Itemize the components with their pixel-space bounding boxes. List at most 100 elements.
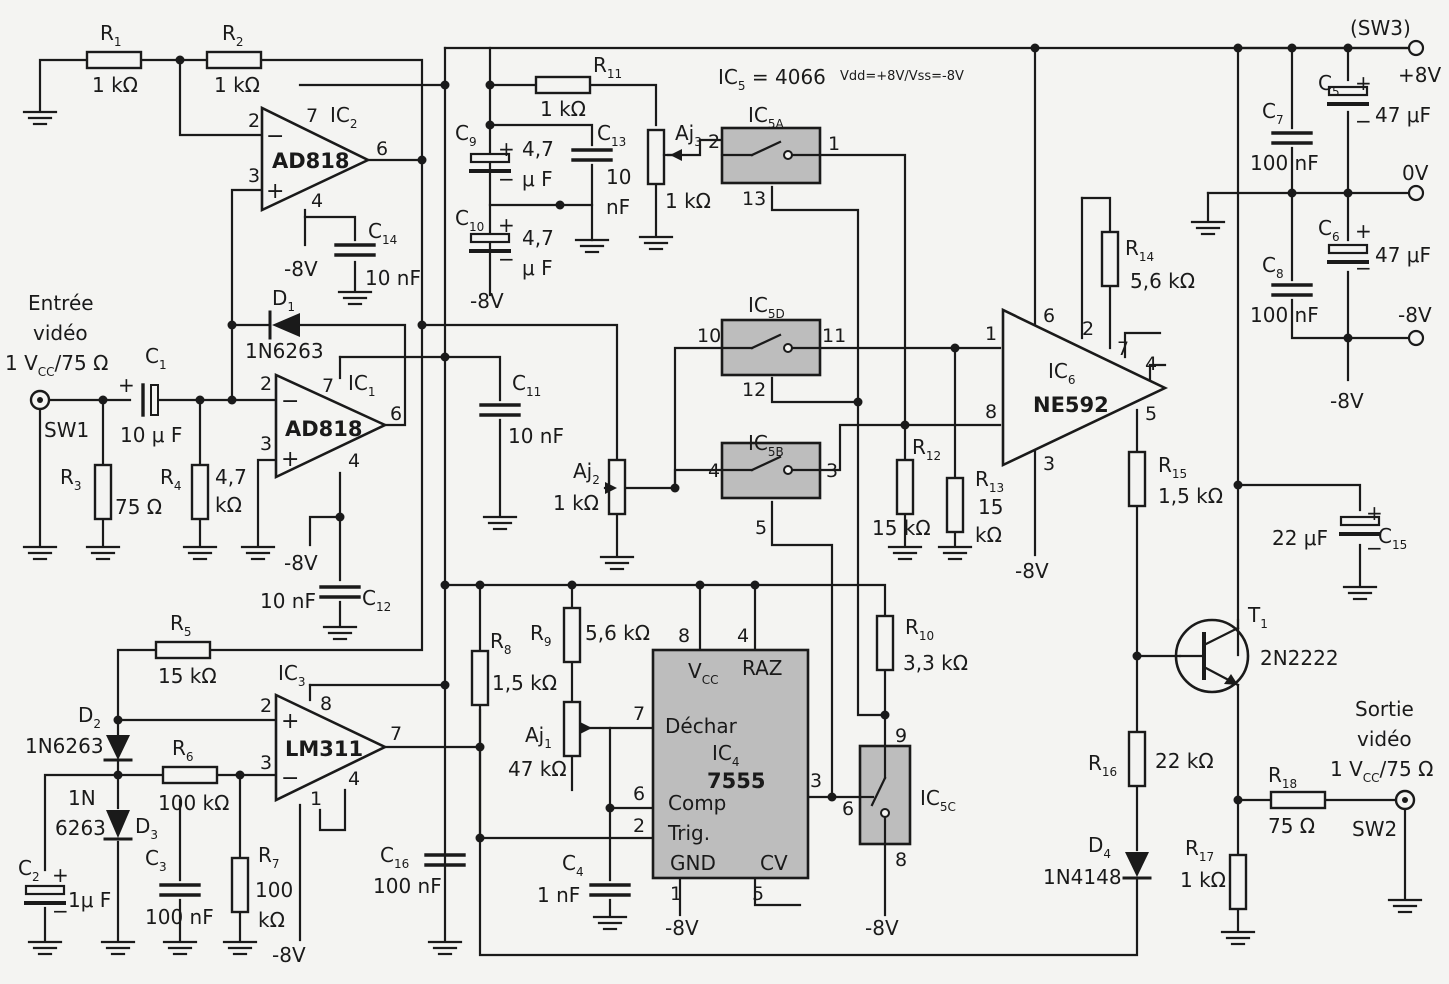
capacitor-c12: 10 nF C12 — [260, 585, 391, 614]
svg-text:2: 2 — [708, 131, 720, 153]
svg-text:D2: D2 — [78, 703, 101, 731]
svg-text:6: 6 — [1043, 305, 1055, 327]
resistor-r4: R4 4,7 kΩ — [160, 463, 247, 521]
svg-text:IC5D: IC5D — [748, 293, 785, 321]
svg-text:100 nF: 100 nF — [145, 905, 214, 929]
capacitor-c7: C7 100 nF — [1250, 99, 1319, 175]
svg-text:7: 7 — [390, 723, 402, 745]
svg-text:6263: 6263 — [55, 816, 106, 840]
svg-text:1: 1 — [670, 883, 682, 905]
trimmer-aj1: Aj1 47 kΩ — [508, 700, 592, 781]
svg-text:3: 3 — [1043, 453, 1055, 475]
svg-text:3,3 kΩ: 3,3 kΩ — [903, 651, 968, 675]
svg-text:C15: C15 — [1378, 524, 1407, 552]
resistor-r11: R11 1 kΩ — [534, 53, 622, 121]
svg-text:RAZ: RAZ — [742, 656, 782, 680]
svg-text:1 kΩ: 1 kΩ — [540, 97, 586, 121]
svg-text:Aj1: Aj1 — [525, 723, 552, 751]
svg-text:1N: 1N — [68, 786, 96, 810]
svg-text:C2: C2 — [18, 856, 40, 884]
svg-text:11: 11 — [822, 325, 846, 347]
svg-text:IC5A: IC5A — [748, 103, 785, 131]
resistor-r17: R17 1 kΩ — [1180, 836, 1248, 911]
svg-text:−: − — [498, 167, 515, 191]
zero-terminal-icon[interactable] — [1407, 184, 1425, 202]
capacitor-c15: 22 μF + − C15 — [1272, 501, 1407, 560]
svg-text:75 Ω: 75 Ω — [115, 495, 162, 519]
svg-text:12: 12 — [742, 379, 766, 401]
svg-text:3: 3 — [826, 460, 838, 482]
svg-text:10 μ F: 10 μ F — [120, 423, 182, 447]
svg-text:−: − — [1355, 109, 1372, 133]
svg-text:R14: R14 — [1125, 236, 1154, 264]
svg-text:+: + — [1355, 71, 1372, 95]
svg-text:-8V: -8V — [272, 943, 306, 967]
resistor-r1: R1 1 kΩ — [85, 21, 143, 97]
svg-text:-8V: -8V — [284, 257, 318, 281]
svg-text:47 μF: 47 μF — [1375, 243, 1431, 267]
svg-text:1 kΩ: 1 kΩ — [214, 73, 260, 97]
svg-text:R12: R12 — [912, 435, 941, 463]
svg-text:1 VCC/75 Ω: 1 VCC/75 Ω — [1330, 757, 1433, 785]
svg-text:6: 6 — [390, 403, 402, 425]
svg-text:47 kΩ: 47 kΩ — [508, 757, 567, 781]
svg-text:LM311: LM311 — [285, 737, 363, 761]
svg-text:1 VCC/75 Ω: 1 VCC/75 Ω — [5, 351, 108, 379]
svg-text:4,7: 4,7 — [215, 465, 247, 489]
power-input: (SW3) +8V 0V -8V -8V — [1330, 16, 1441, 413]
svg-text:IC5 = 4066: IC5 = 4066 — [718, 65, 826, 93]
svg-text:C7: C7 — [1262, 99, 1284, 127]
ic3-lm311: + − LM311 IC3 2 3 8 7 4 1 -8V — [260, 661, 402, 967]
capacitor-c11: C11 10 nF — [479, 371, 564, 448]
svg-text:C12: C12 — [362, 586, 391, 614]
svg-text:1 nF: 1 nF — [537, 883, 580, 907]
svg-text:1 kΩ: 1 kΩ — [665, 189, 711, 213]
ic5-header: IC5 = 4066 Vdd=+8V/Vss=-8V — [718, 65, 964, 93]
svg-text:vidéo: vidéo — [1357, 727, 1412, 751]
svg-text:C4: C4 — [562, 851, 584, 879]
junction-dots — [98, 43, 1353, 843]
plus8-terminal-icon[interactable] — [1407, 39, 1425, 57]
svg-text:6: 6 — [633, 783, 645, 805]
svg-text:1 kΩ: 1 kΩ — [92, 73, 138, 97]
svg-text:4: 4 — [348, 450, 360, 472]
ic5a-switch: IC5A 2 1 13 — [708, 103, 840, 210]
svg-text:C6: C6 — [1318, 216, 1340, 244]
svg-text:C3: C3 — [145, 846, 167, 874]
svg-text:−: − — [281, 389, 299, 414]
svg-text:1,5 kΩ: 1,5 kΩ — [492, 671, 557, 695]
svg-text:Entrée: Entrée — [28, 291, 94, 315]
svg-text:GND: GND — [670, 851, 716, 875]
svg-text:+: + — [1355, 219, 1372, 243]
ic1-ad818: − + AD818 IC1 2 3 7 6 4 -8V — [260, 371, 402, 575]
capacitor-c4: C4 1 nF — [537, 851, 631, 907]
diode-d1: D1 1N6263 — [245, 286, 324, 363]
svg-text:Aj3: Aj3 — [675, 121, 702, 149]
svg-text:22 kΩ: 22 kΩ — [1155, 749, 1214, 773]
svg-text:2: 2 — [260, 373, 272, 395]
svg-text:1: 1 — [310, 788, 322, 810]
svg-text:IC3: IC3 — [278, 661, 306, 689]
resistor-r2: R2 1 kΩ — [205, 21, 263, 97]
svg-text:4,7: 4,7 — [522, 137, 554, 161]
resistor-r14: R14 5,6 kΩ — [1100, 230, 1195, 293]
svg-text:+8V: +8V — [1398, 63, 1441, 87]
svg-text:μ F: μ F — [522, 256, 553, 280]
ic5b-switch: IC5B 4 3 5 — [708, 431, 838, 539]
capacitor-c9: C9 + − 4,7 μ F — [455, 121, 554, 191]
svg-text:2: 2 — [260, 695, 272, 717]
svg-text:C13: C13 — [597, 121, 626, 149]
svg-text:8: 8 — [895, 849, 907, 871]
svg-text:-8V: -8V — [284, 551, 318, 575]
svg-text:4: 4 — [311, 190, 323, 212]
svg-text:100 nF: 100 nF — [373, 874, 442, 898]
video-input: Entrée vidéo 1 VCC/75 Ω SW1 — [5, 291, 108, 442]
svg-text:AD818: AD818 — [272, 149, 350, 173]
svg-text:−: − — [1355, 256, 1372, 280]
svg-text:1N6263: 1N6263 — [245, 339, 324, 363]
minus8-terminal-icon[interactable] — [1407, 329, 1425, 347]
svg-text:1,5 kΩ: 1,5 kΩ — [1158, 484, 1223, 508]
svg-text:Vdd=+8V/Vss=-8V: Vdd=+8V/Vss=-8V — [840, 69, 964, 84]
ic4-7555: VCC RAZ Déchar IC4 7555 Comp Trig. GND C… — [633, 625, 822, 940]
svg-text:D1: D1 — [272, 286, 295, 314]
